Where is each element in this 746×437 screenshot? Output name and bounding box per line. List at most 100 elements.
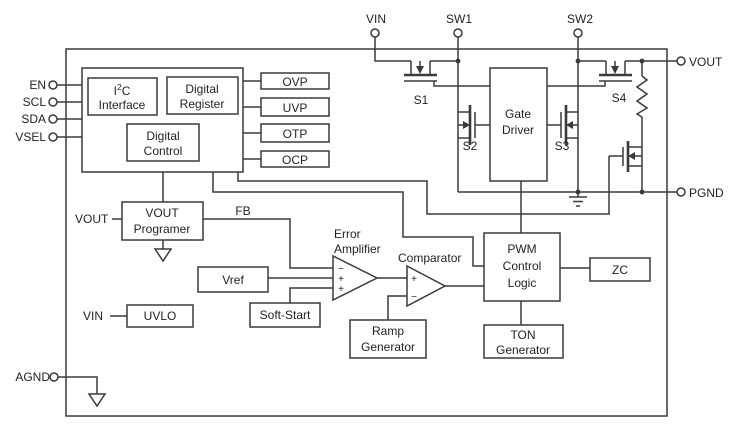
body-diode-arrow — [611, 66, 619, 74]
otp-block — [260, 123, 330, 143]
pwm-label1: PWM — [507, 242, 536, 256]
vref-label: Vref — [222, 273, 244, 287]
vout-programer-label2: Programer — [134, 222, 191, 236]
comparator-symbol — [406, 264, 447, 308]
fb-net-label: FB — [235, 204, 250, 218]
wire-digital-to-discharge-gate — [237, 156, 610, 215]
comparator-label: Comparator — [398, 251, 461, 265]
pwm-label2: Control — [503, 259, 542, 273]
pwm-label3: Logic — [508, 276, 537, 290]
ramp-generator-label1: Ramp — [372, 324, 404, 338]
otp-label: OTP — [283, 127, 308, 141]
wire-agnd — [58, 376, 98, 394]
uvp-block — [260, 97, 330, 117]
vin-ref-label: VIN — [83, 309, 103, 323]
vout-programer-block — [121, 201, 204, 241]
uvlo-label: UVLO — [144, 309, 177, 323]
i2c-interface-label: Interface — [99, 98, 146, 112]
vref-block — [197, 266, 269, 293]
error-amplifier-symbol — [332, 254, 379, 302]
sw1-terminal-label: SW1 — [446, 12, 472, 26]
zc-label: ZC — [612, 263, 628, 277]
zc-block — [589, 257, 651, 282]
gate-driver-label1: Gate — [505, 107, 531, 121]
vout-ref-label: VOUT — [75, 212, 109, 226]
erramp-plus-sign1: + — [338, 274, 344, 285]
pin-vout — [676, 56, 686, 66]
wire-fb — [203, 218, 333, 269]
i2c-interface-block — [87, 77, 158, 116]
source-arrow — [566, 121, 573, 129]
wire-digital-to-pwm — [212, 172, 484, 267]
pin-sw2 — [573, 28, 583, 38]
pin-en — [48, 80, 58, 90]
mosfet-s2 — [458, 105, 490, 145]
ton-generator-block — [483, 324, 564, 359]
ton-generator-label1: TON — [510, 328, 535, 342]
digital-control-block — [126, 123, 200, 162]
pin-vin — [370, 28, 380, 38]
s4-label: S4 — [612, 91, 627, 105]
digital-register-block — [166, 76, 239, 115]
comp-minus-sign: − — [411, 292, 417, 303]
pin-vsel — [48, 132, 58, 142]
error-amplifier-label2: Amplifier — [334, 242, 381, 256]
sda-pin-label: SDA — [21, 112, 46, 126]
s3-label: S3 — [555, 139, 570, 153]
mosfet-s3 — [547, 105, 578, 145]
digital-register-label2: Register — [180, 97, 225, 111]
en-pin-label: EN — [29, 78, 46, 92]
ramp-generator-label2: Generator — [361, 340, 415, 354]
gate-driver-block — [489, 67, 548, 182]
wire-softstart — [289, 287, 333, 303]
i2c-label: I2C — [114, 82, 131, 98]
wire-s4-gate — [547, 81, 606, 87]
digital-control-label2: Control — [144, 144, 183, 158]
pwm-control-logic-block — [483, 232, 561, 302]
pin-scl — [48, 97, 58, 107]
soft-start-label: Soft-Start — [260, 308, 311, 322]
ocp-label: OCP — [282, 153, 308, 167]
vout-programer-label1: VOUT — [145, 206, 179, 220]
pin-pgnd — [676, 187, 686, 197]
ovp-label: OVP — [282, 75, 307, 89]
ovp-block — [260, 72, 330, 90]
wire-vin — [374, 37, 411, 62]
pin-agnd — [49, 372, 59, 382]
mosfet-discharge — [609, 141, 642, 172]
body-diode-arrow — [416, 66, 424, 74]
ramp-generator-block — [349, 319, 427, 359]
uvlo-block — [126, 304, 194, 328]
ocp-block — [260, 150, 330, 168]
mosfet-s1 — [404, 61, 437, 82]
gate-driver-label2: Driver — [502, 123, 534, 137]
uvp-label: UVP — [283, 101, 308, 115]
agnd-pin-label: AGND — [15, 370, 50, 384]
erramp-plus-sign2: + — [338, 284, 344, 295]
digital-control-label1: Digital — [146, 129, 179, 143]
mosfet-s4 — [599, 61, 632, 82]
agnd-ground-symbol — [87, 393, 107, 408]
vout-terminal-label: VOUT — [689, 55, 723, 69]
ton-generator-label2: Generator — [496, 343, 550, 357]
pin-sda — [48, 114, 58, 124]
digital-register-label1: Digital — [185, 82, 218, 96]
comp-plus-sign: + — [411, 274, 417, 285]
error-amplifier-label1: Error — [334, 227, 361, 241]
s2-label: S2 — [463, 139, 478, 153]
pgnd-terminal-label: PGND — [689, 186, 724, 200]
soft-start-block — [249, 302, 321, 328]
resistor-zigzag — [635, 75, 649, 118]
vin-terminal-label: VIN — [366, 12, 386, 26]
sw2-terminal-label: SW2 — [567, 12, 593, 26]
pin-sw1 — [453, 28, 463, 38]
scl-pin-label: SCL — [23, 95, 47, 109]
source-arrow — [463, 121, 470, 129]
vsel-pin-label: VSEL — [15, 130, 46, 144]
voutprog-ground-symbol — [153, 248, 173, 263]
wire-s1-gate — [433, 81, 490, 87]
junction-dots — [455, 58, 645, 195]
erramp-minus-sign: − — [338, 264, 344, 275]
